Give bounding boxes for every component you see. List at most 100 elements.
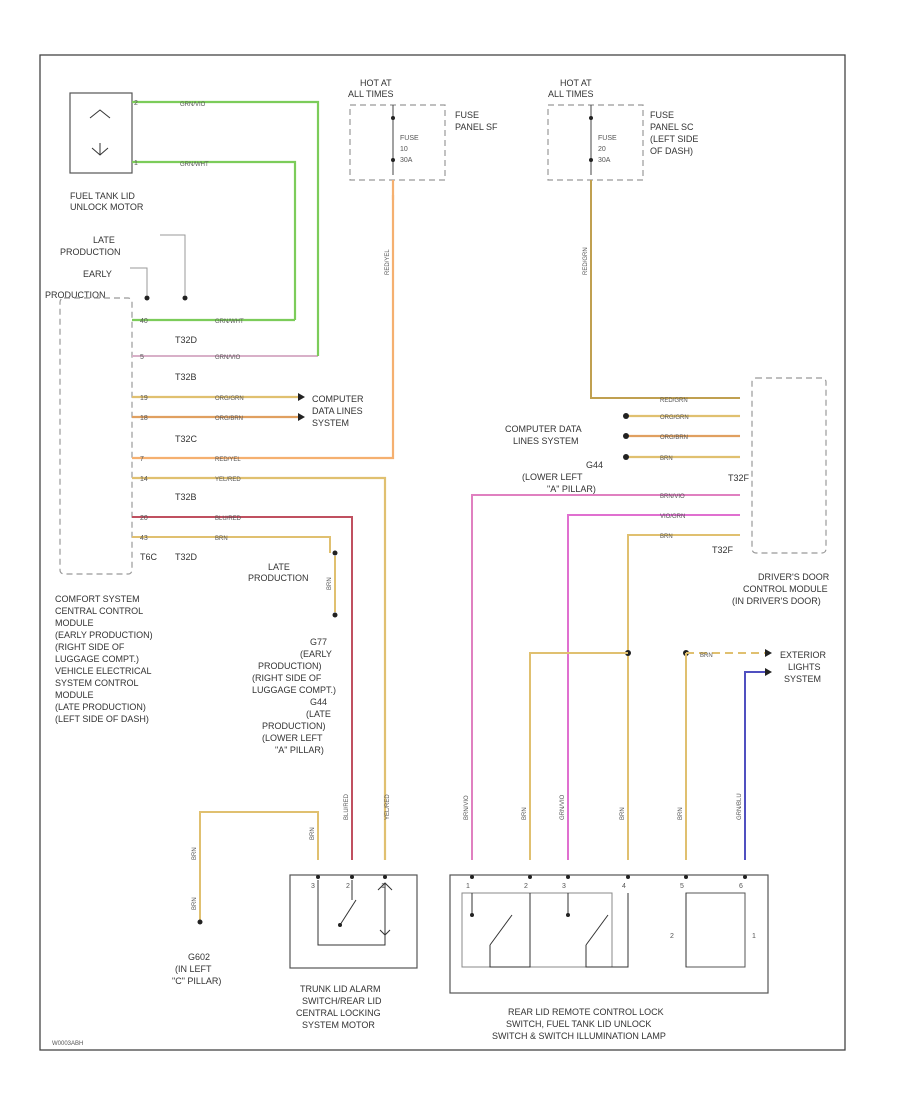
wire-grn-vio: GRN/VIO [132, 100, 320, 350]
pin-trunk-1: 1 [381, 883, 385, 890]
diagram-frame [39, 54, 846, 1051]
cdl-right-1: COMPUTER DATA [505, 424, 582, 434]
pin-43: 43 [140, 535, 148, 542]
wire-label-brn-v5: BRN [192, 847, 198, 860]
dd-2: CONTROL MODULE [743, 584, 828, 594]
fuse-sc-1: FUSE [598, 135, 617, 142]
pin-rear-6: 6 [739, 883, 743, 890]
cs-l10: (LEFT SIDE OF DASH) [55, 714, 149, 724]
trunk-2: SWITCH/REAR LID [302, 996, 382, 1006]
fuse-panel-sc-3: (LEFT SIDE [650, 134, 698, 144]
rear-1: REAR LID REMOTE CONTROL LOCK [508, 1007, 664, 1017]
trunk-1: TRUNK LID ALARM [300, 984, 381, 994]
conn-t32f: T32F [728, 473, 750, 483]
g77-1: (EARLY [300, 649, 332, 659]
pin-rear-1: 1 [466, 883, 470, 890]
exterior-lights: BRN EXTERIOR LIGHTS SYSTEM [683, 649, 827, 860]
wire-label-red-yel: RED/YEL [215, 457, 241, 463]
conn-t32b: T32B [175, 372, 197, 382]
wire-label-brn: BRN [215, 536, 228, 542]
g77-4: LUGGAGE COMPT.) [252, 685, 336, 695]
ext-3: SYSTEM [784, 674, 821, 684]
drivers-door-module-box [751, 377, 827, 554]
late-production-note: LATE PRODUCTION [60, 234, 188, 301]
cs-l9: (LATE PRODUCTION) [55, 702, 146, 712]
wire-label-blu-red: BLU/RED [215, 516, 242, 522]
g77-3: (RIGHT SIDE OF [252, 673, 322, 683]
wire-brn-left: 43 BRN T6C T32D [132, 535, 338, 562]
pin-rear-3: 3 [562, 883, 566, 890]
g44-3: "A" PILLAR) [547, 484, 596, 494]
rear-lid-switch: 1 2 3 4 5 6 2 1 REAR LID REMOTE CONTROL … [449, 874, 769, 1041]
wire-org-grn-left: 19 ORG/GRN [132, 393, 305, 402]
wire-label-org-brn: ORG/BRN [215, 416, 243, 422]
fuse-panel-sc-1: FUSE [650, 110, 674, 120]
wire-vio-grn-right: VIO/GRN [567, 514, 740, 860]
pin-trunk-2: 2 [346, 883, 350, 890]
comfort-system-module-box [59, 297, 133, 575]
cs-l2: MODULE [55, 618, 94, 628]
wire-label-blu-red-v: BLU/RED [344, 793, 350, 820]
wire-label-brn-ext: BRN [700, 653, 713, 659]
trunk-lid-switch: 3 2 1 TRUNK LID ALARM SWITCH/REAR LID CE… [289, 874, 418, 1030]
right-data-wires: ORG/GRN ORG/BRN BRN COMPUTER DATA LINES … [505, 413, 750, 494]
fuse-sc-2: 20 [598, 146, 606, 153]
hot-at-1b: HOT AT [560, 78, 592, 88]
cdl-right-2: LINES SYSTEM [513, 436, 579, 446]
fuse-sf-1: FUSE [400, 135, 419, 142]
fuel-motor-label-1: FUEL TANK LID [70, 191, 135, 201]
wire-blu-red: 20 BLU/RED [132, 515, 353, 860]
g44-2: (LOWER LEFT [522, 472, 583, 482]
conn-t32d-2: T32D [175, 552, 198, 562]
conn-t6c: T6C [140, 552, 158, 562]
late-production-2: LATE PRODUCTION BRN [248, 556, 338, 618]
wire-label-brn-late: BRN [327, 577, 333, 590]
pin-rear-4: 4 [622, 883, 626, 890]
hot-at-1: HOT AT [360, 78, 392, 88]
g602-1: G602 [188, 952, 210, 962]
fuse-panel-sf-1: FUSE [455, 110, 479, 120]
fuse-sc-3: 30A [598, 157, 611, 164]
wire-label-grn-vio-v: GRN/VIO [560, 794, 566, 820]
fuse-sf-2: 10 [400, 146, 408, 153]
computer-data-lines-left: COMPUTER DATA LINES SYSTEM [312, 394, 364, 428]
wire-label-org-brn-r: ORG/BRN [660, 435, 688, 441]
g77-0: G77 [310, 637, 327, 647]
cs-l8: MODULE [55, 690, 94, 700]
late-prod2-1: LATE [268, 562, 290, 572]
fuel-tank-lid-unlock-motor: FUEL TANK LID UNLOCK MOTOR [69, 92, 144, 212]
early-production-note: EARLY PRODUCTION [45, 267, 150, 301]
wire-label-grn-blu-v: GRN/BLU [737, 793, 743, 820]
g77-7: PRODUCTION) [262, 721, 326, 731]
hot-at-2: ALL TIMES [348, 89, 394, 99]
conn-t32d: T32D [175, 335, 198, 345]
wire-grn-wht: GRN/WHT [132, 160, 297, 320]
g77-6: (LATE [306, 709, 331, 719]
wire-label-red-grn-v: RED/GRN [583, 247, 589, 275]
pin-motor-2: 2 [134, 100, 138, 107]
cs-l6: VEHICLE ELECTRICAL [55, 666, 152, 676]
pin-motor-1: 1 [134, 160, 138, 167]
wire-red-yel: 7 RED/YEL [132, 195, 395, 463]
wire-label-brn-g602: BRN [192, 897, 198, 910]
g602-3: "C" PILLAR) [172, 976, 221, 986]
pin-lamp-b: 1 [752, 933, 756, 940]
early-prod-2: PRODUCTION [45, 290, 106, 300]
g77-8: (LOWER LEFT [262, 733, 323, 743]
pin-trunk-3: 3 [311, 883, 315, 890]
cs-l3: (EARLY PRODUCTION) [55, 630, 153, 640]
cdl-left-3: SYSTEM [312, 418, 349, 428]
wire-grn-wht-2: 40 GRN/WHT T32D [132, 318, 295, 345]
dd-3: (IN DRIVER'S DOOR) [732, 596, 821, 606]
wire-brn-right: BRN T32F [529, 534, 740, 860]
pin-20: 20 [140, 515, 148, 522]
conn-t32b-2: T32B [175, 492, 197, 502]
diagram-code: W0003ABH [52, 1041, 83, 1047]
wire-label-brn-v4: BRN [678, 807, 684, 820]
cs-l5: LUGGAGE COMPT.) [55, 654, 139, 664]
rear-2: SWITCH, FUEL TANK LID UNLOCK [506, 1019, 651, 1029]
wire-label-grn-vio-2: GRN/VIO [215, 355, 241, 361]
drivers-door-label: DRIVER'S DOOR CONTROL MODULE (IN DRIVER'… [732, 572, 830, 606]
cdl-left-2: DATA LINES [312, 406, 363, 416]
